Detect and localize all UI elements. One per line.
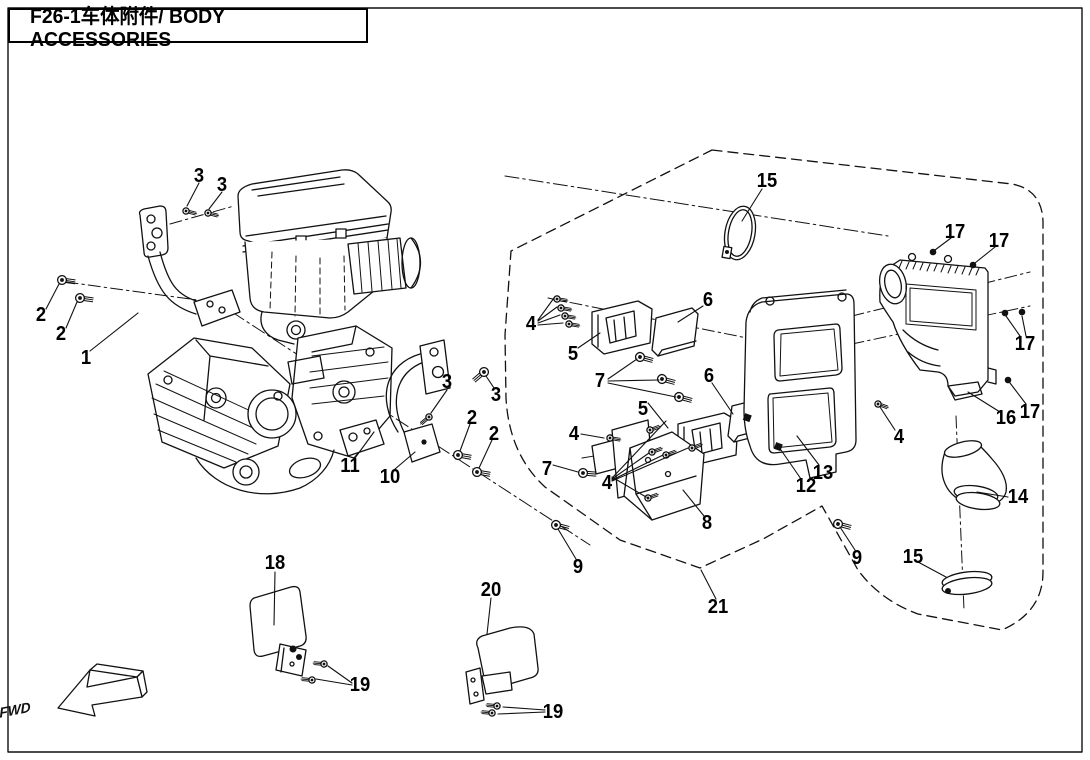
duct-bracket-part-16 [878,252,997,401]
clip-part-12 [773,442,783,452]
bracket-part-10 [385,339,451,463]
fwd-arrow-label: FWD [0,699,31,721]
air-filter-box [237,169,422,381]
axis-line [231,311,591,546]
bracket-part-11 [339,419,385,457]
screw-dot [1018,308,1026,316]
elbow-duct-part-14 [941,440,1008,511]
mud-flap-part-20 [465,626,539,718]
figure-title: F26-1车体附件/ BODY ACCESSORIES [30,5,225,51]
figure-title-box: F26-1车体附件/ BODY ACCESSORIES [8,6,368,51]
foam-part-6a [651,307,699,357]
engine-block [147,325,393,495]
leader-lines [45,182,1027,715]
screw-dot [1001,309,1009,317]
airbox-panel-part-13 [742,289,857,479]
axis-line [169,205,235,225]
screw-dot [1004,376,1012,384]
valve-frame-part-5a [591,300,653,355]
axis-line [65,281,213,303]
detail-view [504,149,1044,631]
axis-line [504,175,889,237]
fwd-arrow: FWD [0,663,148,721]
bracket-part-1 [138,205,241,327]
page-border [7,7,1083,753]
seal-ring-part-15 [721,205,757,261]
clip-part-12 [742,413,752,423]
detail-boundary [504,149,1044,631]
engine-assembly [56,169,889,546]
clamp-part-15b [941,570,993,596]
mud-flap-part-18 [249,585,329,685]
